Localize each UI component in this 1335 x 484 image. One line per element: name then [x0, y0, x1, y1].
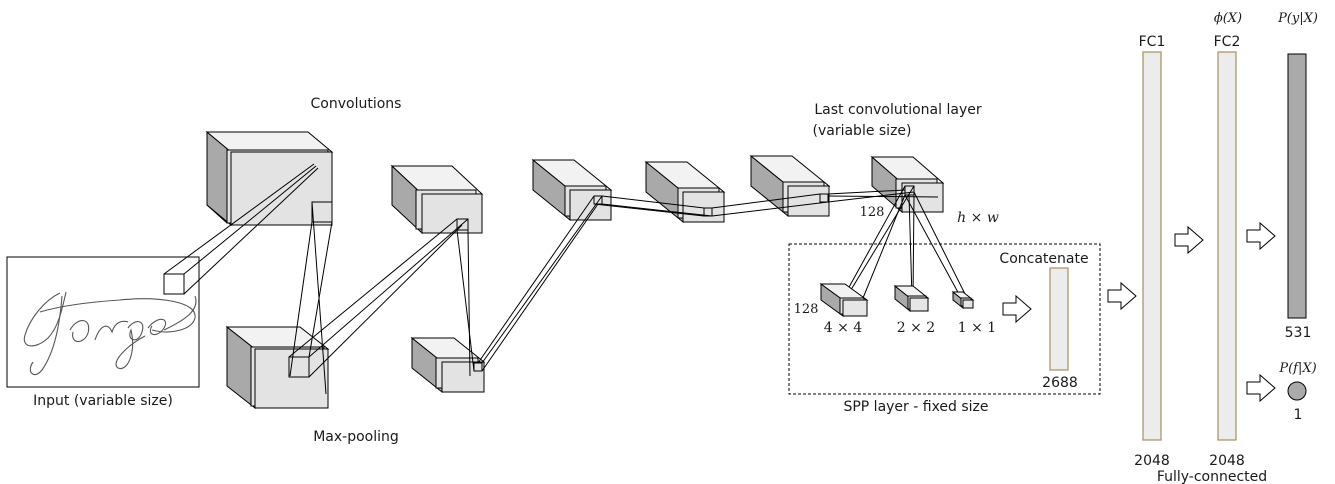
pool-block-2: [410, 336, 486, 394]
input-label: Input (variable size): [33, 393, 173, 409]
arrow-to-fc2: [1174, 225, 1204, 255]
fc1-bar: [1142, 51, 1162, 441]
spp-bin-1x1: [951, 290, 975, 310]
spp-layer-label: SPP layer - fixed size: [843, 399, 988, 415]
fc1-size-label: 2048: [1134, 453, 1170, 469]
output-y-size-label: 531: [1285, 325, 1312, 341]
output-f-node: [1287, 381, 1307, 401]
conv-block-1: [205, 130, 334, 227]
convolutions-label: Convolutions: [311, 96, 402, 112]
conv2-kernel: [456, 218, 469, 231]
fc2-size-label: 2048: [1209, 453, 1245, 469]
p-y-label: P(y|X): [1277, 11, 1318, 26]
fc2-label: FC2: [1214, 34, 1241, 50]
arrow-to-output-f: [1246, 373, 1276, 403]
conv-block-2: [390, 164, 484, 235]
input-image: [6, 256, 200, 388]
last-conv-label: Last convolutional layer: [814, 102, 981, 118]
spp-channels-label: 128: [794, 302, 819, 317]
concat-vector: [1049, 267, 1069, 371]
bin-1x1-label: 1 × 1: [958, 320, 996, 336]
maxpooling-label: Max-pooling: [313, 429, 399, 445]
signature-jorge: [23, 291, 197, 376]
arrow-to-concat: [1002, 294, 1032, 324]
arrow-to-output-y: [1246, 221, 1276, 251]
last-conv-hw: h × w: [957, 210, 999, 226]
output-y-bar: [1287, 53, 1307, 319]
spp-bin-2x2: [893, 284, 930, 313]
concatenate-label: Concatenate: [999, 251, 1088, 267]
pool1-window: [288, 356, 310, 378]
conv1-kernel: [311, 201, 333, 223]
pool-block-1: [225, 325, 330, 410]
bin-4x4-label: 4 × 4: [824, 320, 863, 336]
last-conv-block: [870, 155, 945, 214]
fc1-label: FC1: [1139, 34, 1166, 50]
fully-connected-label: Fully-connected: [1157, 469, 1267, 484]
spp-bin-4x4: [819, 283, 869, 317]
fc2-bar: [1217, 51, 1237, 441]
concat-size-label: 2688: [1042, 375, 1078, 391]
input-receptive-field: [163, 273, 185, 295]
spp-layer-box: [788, 243, 1101, 395]
p-f-label: P(f|X): [1278, 361, 1316, 376]
last-conv-sublabel: (variable size): [813, 123, 912, 139]
arrow-to-fc1: [1107, 281, 1137, 311]
phi-label: ϕ(X): [1214, 11, 1242, 26]
conv-block-4: [644, 160, 726, 224]
bin-2x2-label: 2 × 2: [897, 320, 935, 336]
last-conv-channels: 128: [860, 205, 885, 220]
conv-block-3: [531, 158, 613, 222]
output-f-size-label: 1: [1294, 407, 1303, 423]
